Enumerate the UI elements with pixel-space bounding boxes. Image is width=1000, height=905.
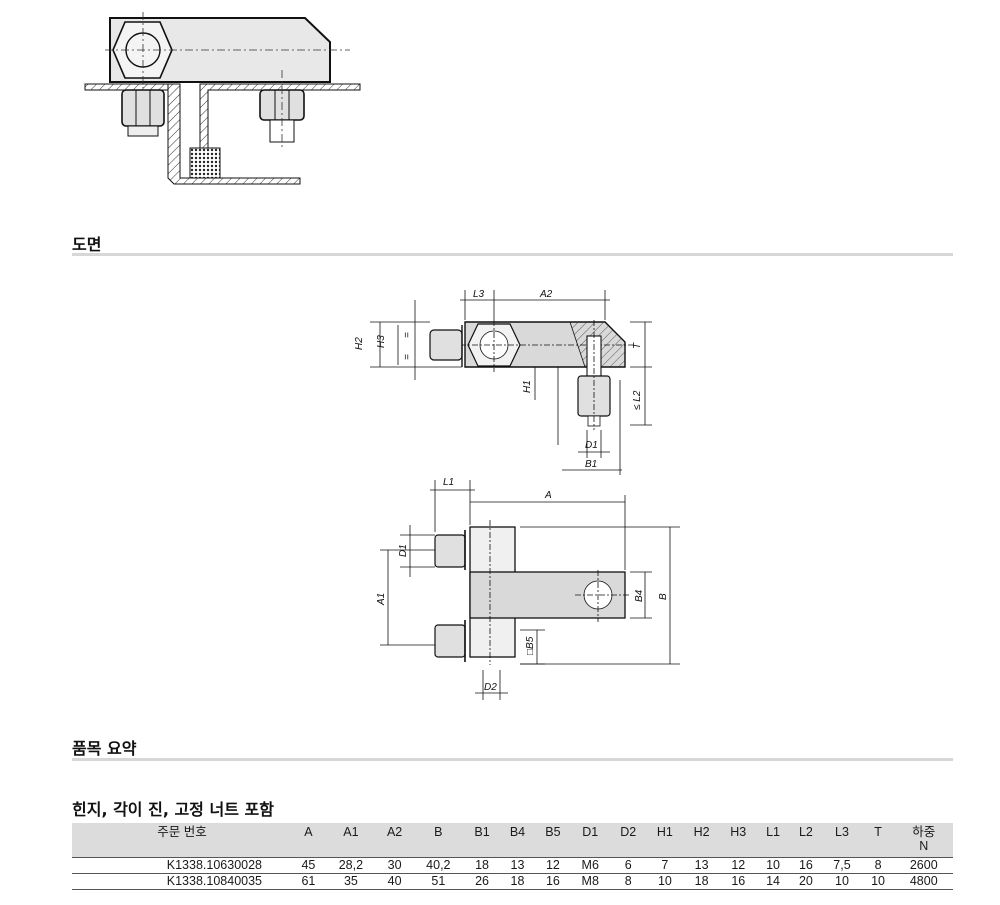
table-cell: 16 <box>535 873 571 890</box>
table-cell: 7,5 <box>822 856 862 874</box>
column-header: L1 <box>766 825 780 839</box>
column-header: B5 <box>545 825 561 839</box>
dim-label: D1 <box>398 544 409 557</box>
dim-label: T <box>632 342 643 349</box>
table-cell: M6 <box>570 856 610 874</box>
dim-label: = <box>402 354 413 360</box>
installation-illustration <box>84 12 361 185</box>
dim-label: D1 <box>585 440 598 451</box>
table-cell: 13 <box>683 856 720 874</box>
order-number[interactable]: K1338.10840035 <box>72 873 292 890</box>
dim-label: ≤ L2 <box>632 390 643 410</box>
column-header-load: 하중 N <box>912 825 936 853</box>
table-cell: 26 <box>464 873 500 890</box>
column-header: L3 <box>835 825 849 839</box>
table-row[interactable]: K1338.10630028 45 28,2 30 40,2 18 13 12 … <box>72 856 953 874</box>
section-title-drawing: 도면 <box>72 235 102 254</box>
column-header: A <box>304 825 313 839</box>
table-cell: 35 <box>324 873 377 890</box>
table-cell: 16 <box>719 873 757 890</box>
table-cell: M8 <box>570 873 610 890</box>
table-cell: 4800 <box>894 873 953 890</box>
dim-label: A2 <box>539 289 553 300</box>
table-cell: 28,2 <box>324 856 377 874</box>
column-header: H1 <box>656 825 673 839</box>
dim-label: D2 <box>484 682 497 693</box>
table-cell: 6 <box>609 856 647 874</box>
column-header: B4 <box>509 825 526 839</box>
column-header: B <box>434 825 443 839</box>
column-header: B1 <box>474 825 490 839</box>
dim-label: H3 <box>376 335 387 348</box>
table-cell: 40 <box>376 873 413 890</box>
table-cell: 30 <box>376 856 413 874</box>
table-cell: 51 <box>412 873 465 890</box>
table-cell: 12 <box>535 856 571 874</box>
dim-label: = <box>402 332 413 338</box>
table-cell: 10 <box>822 873 862 890</box>
spec-table: 주문 번호 A A1 A2 B B1 B4 B5 D1 D2 H1 H2 H3 … <box>72 823 953 890</box>
column-header: A1 <box>343 825 359 839</box>
column-header: D1 <box>582 825 599 839</box>
dim-label: A1 <box>376 593 387 606</box>
column-header: H3 <box>730 825 747 839</box>
table-cell: 61 <box>292 873 325 890</box>
order-number[interactable]: K1338.10630028 <box>72 856 292 874</box>
technical-drawing: L3 A2 H2 H3 = = T ≤ L2 H1 D1 B1 L1 A D1 … <box>354 289 680 700</box>
table-cell: 10 <box>756 856 790 874</box>
table-cell: 18 <box>464 856 500 874</box>
table-cell: 8 <box>861 856 895 874</box>
column-header: A2 <box>386 825 403 839</box>
column-header: T <box>874 825 882 839</box>
table-cell: 20 <box>789 873 823 890</box>
table-cell: 10 <box>646 873 684 890</box>
dim-label: B <box>658 593 669 600</box>
dim-label: L3 <box>473 289 485 300</box>
product-title: 힌지, 각이 진, 고정 너트 포함 <box>72 800 274 819</box>
column-header: D2 <box>620 825 637 839</box>
table-cell: 7 <box>646 856 684 874</box>
section-title-summary: 품목 요약 <box>72 739 137 758</box>
table-cell: 16 <box>789 856 823 874</box>
table-cell: 45 <box>292 856 325 874</box>
table-cell: 40,2 <box>412 856 465 874</box>
dim-label: A <box>544 490 552 501</box>
table-cell: 18 <box>683 873 720 890</box>
dim-label: □B5 <box>525 636 536 655</box>
dim-label: B4 <box>634 589 645 602</box>
table-header-row: 주문 번호 A A1 A2 B B1 B4 B5 D1 D2 H1 H2 H3 … <box>72 823 953 857</box>
table-cell: 13 <box>499 856 536 874</box>
column-header: H2 <box>693 825 710 839</box>
dim-label: H2 <box>354 337 365 350</box>
table-cell: 2600 <box>894 856 953 874</box>
dim-label: H1 <box>522 380 533 393</box>
table-cell: 10 <box>861 873 895 890</box>
table-cell: 8 <box>609 873 647 890</box>
table-cell: 14 <box>756 873 790 890</box>
column-header: L2 <box>798 825 813 839</box>
dim-label: L1 <box>443 477 454 488</box>
column-header: 주문 번호 <box>157 825 207 839</box>
table-cell: 12 <box>719 856 757 874</box>
table-row[interactable]: K1338.10840035 61 35 40 51 26 18 16 M8 8… <box>72 873 953 890</box>
section-divider <box>72 253 953 256</box>
table-cell: 18 <box>499 873 536 890</box>
dim-label: B1 <box>585 459 597 470</box>
section-divider <box>72 758 953 761</box>
